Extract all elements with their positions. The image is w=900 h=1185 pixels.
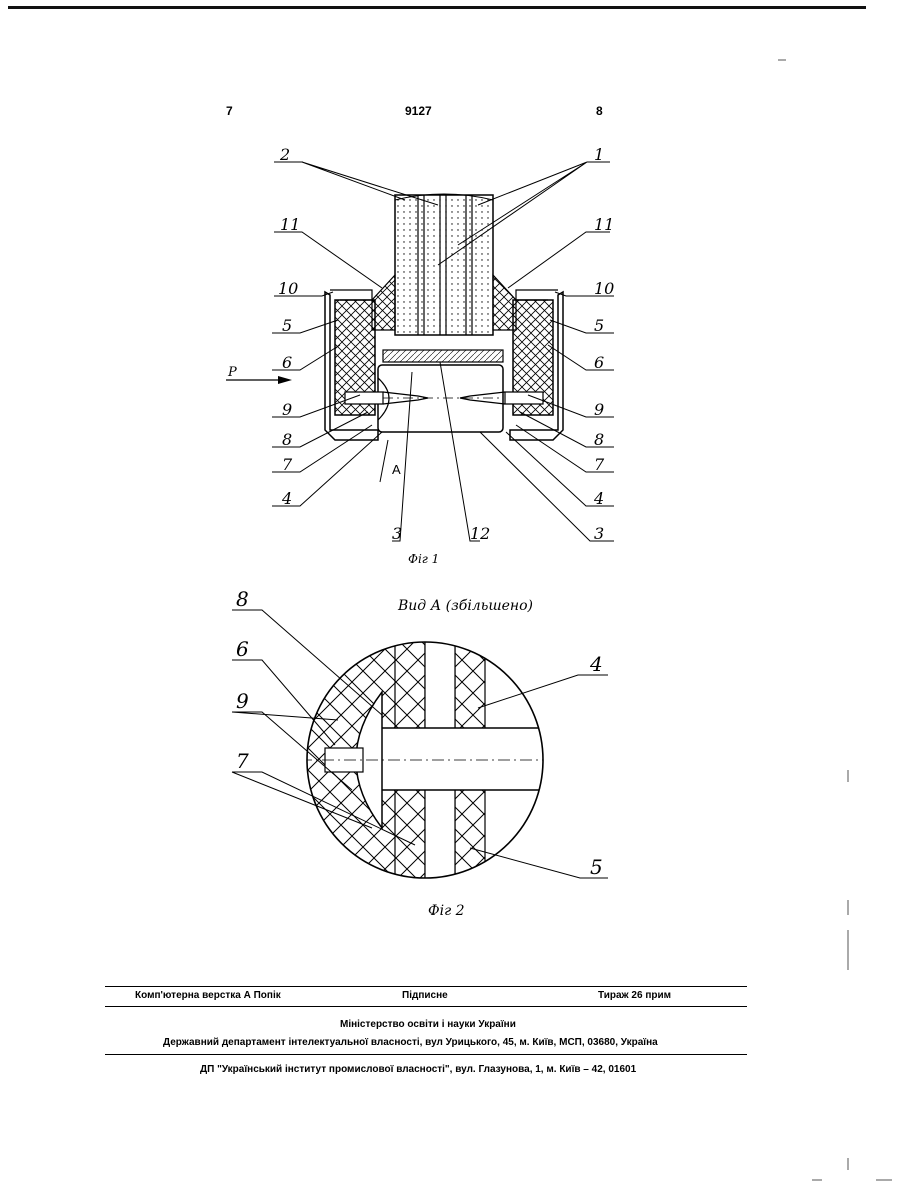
label-p: P — [227, 365, 237, 380]
footer-department: Державний департамент інтелектуальної вл… — [163, 1037, 658, 1048]
margin-scan-marks — [778, 60, 892, 1180]
fig2-label-7: 7 — [236, 749, 249, 773]
fig2-label-8: 8 — [236, 587, 249, 611]
label-11-right: 11 — [594, 215, 614, 234]
label-5-right: 5 — [594, 316, 604, 335]
label-5-left: 5 — [282, 316, 292, 335]
fig2-label-9: 9 — [236, 689, 249, 713]
label-3-bottom-right: 3 — [594, 524, 604, 543]
fig2-label-6: 6 — [236, 637, 249, 661]
left-frame — [325, 290, 378, 440]
label-3-bottom-left: 3 — [392, 524, 402, 543]
footer-ministry: Міністерство освіти і науки України — [340, 1019, 516, 1030]
right-frame — [510, 290, 563, 440]
footer-print-run: Тираж 26 прим — [598, 990, 671, 1001]
figure-1-caption: Фіг 1 — [408, 552, 439, 566]
footer-composer: Комп'ютерна верстка А Попік — [135, 990, 281, 1001]
fig2-label-5: 5 — [590, 855, 603, 879]
glass-unit — [395, 194, 493, 335]
label-9-right: 9 — [594, 400, 604, 419]
figure-2-title: Вид А (збільшено) — [398, 598, 533, 614]
footer-rule-top — [105, 986, 747, 987]
label-1-right: 1 — [594, 145, 604, 164]
label-7-right: 7 — [594, 455, 605, 474]
label-12-bottom: 12 — [470, 524, 490, 543]
fig2-label-4: 4 — [589, 652, 603, 676]
label-6-left: 6 — [282, 353, 292, 372]
label-11-left: 11 — [280, 215, 300, 234]
footer-rule-middle — [105, 1006, 747, 1007]
label-8-right: 8 — [594, 430, 604, 449]
label-10-right: 10 — [594, 279, 614, 298]
label-8-left: 8 — [282, 430, 292, 449]
footer-rule-bottom — [105, 1054, 747, 1055]
label-9-left: 9 — [282, 400, 292, 419]
label-6-right: 6 — [594, 353, 604, 372]
label-10-left: 10 — [278, 279, 298, 298]
footer-signed: Підписне — [402, 990, 448, 1001]
label-4-right: 4 — [593, 489, 604, 508]
label-4-left: 4 — [281, 489, 292, 508]
label-7-left: 7 — [282, 455, 293, 474]
footer-institute: ДП "Український інститут промислової вла… — [200, 1064, 636, 1075]
label-a: A — [392, 462, 401, 477]
label-2-left: 2 — [279, 145, 290, 164]
figure-2-caption: Фіг 2 — [428, 903, 465, 919]
